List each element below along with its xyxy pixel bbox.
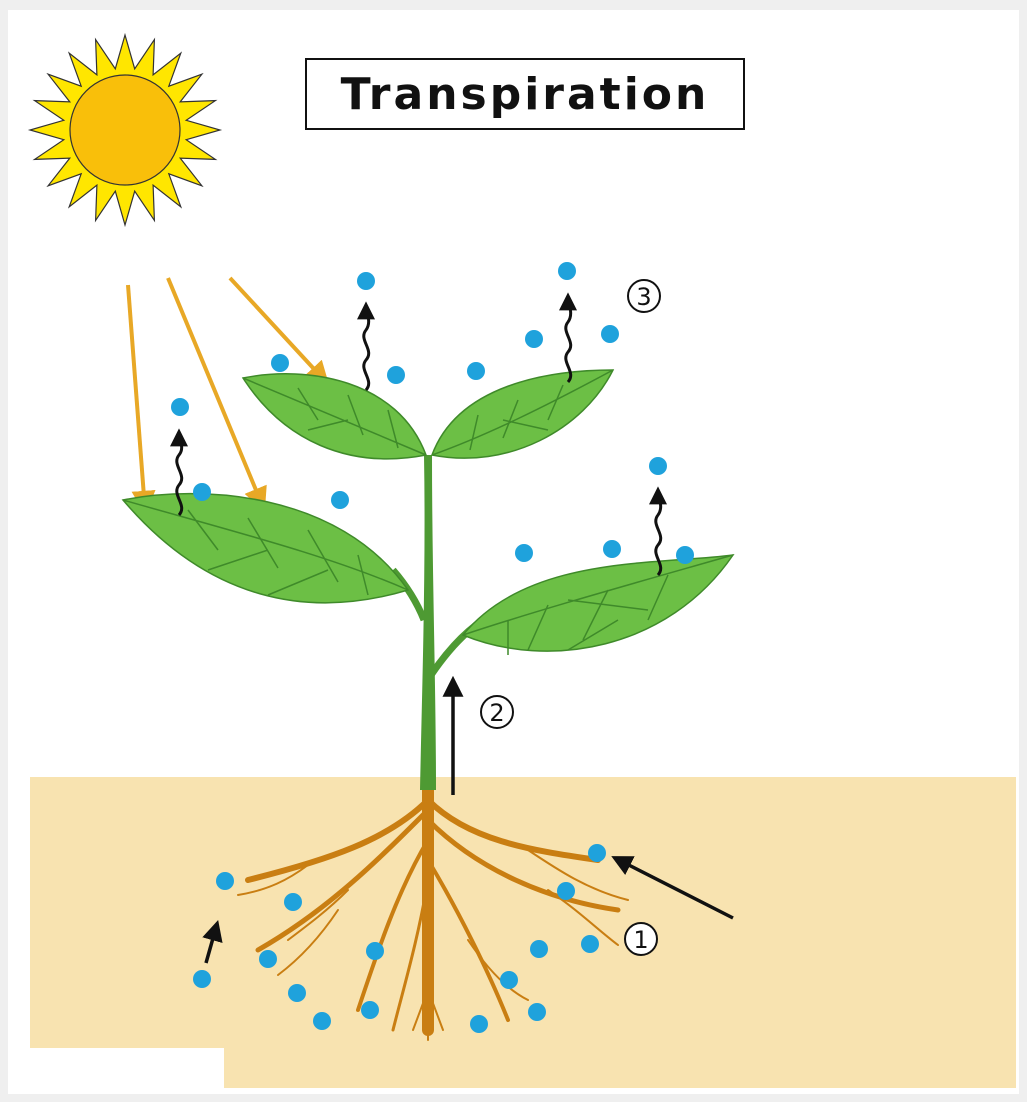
water-droplet-icon — [588, 844, 606, 862]
soil — [30, 777, 1016, 1088]
water-droplet-icon — [259, 950, 277, 968]
water-droplet-icon — [271, 354, 289, 372]
water-droplet-icon — [284, 893, 302, 911]
water-droplet-icon — [515, 544, 533, 562]
water-droplet-icon — [361, 1001, 379, 1019]
step-marker-2: 2 — [481, 696, 513, 728]
leaf — [243, 374, 426, 459]
water-droplet-icon — [467, 362, 485, 380]
water-droplet-icon — [357, 272, 375, 290]
water-droplet-icon — [366, 942, 384, 960]
step-label: 3 — [636, 283, 651, 311]
water-droplet-icon — [216, 872, 234, 890]
water-droplet-icon — [528, 1003, 546, 1021]
water-droplet-icon — [601, 325, 619, 343]
sunlight-arrow-icon — [128, 285, 145, 510]
leaf — [432, 370, 613, 458]
water-droplet-icon — [193, 970, 211, 988]
transpiration-diagram: 1 2 3 Transpiration — [8, 10, 1019, 1094]
water-droplet-icon — [581, 935, 599, 953]
water-droplet-icon — [288, 984, 306, 1002]
vapor-arrow-icon — [364, 305, 369, 390]
diagram-canvas: 1 2 3 — [8, 10, 1019, 1094]
sun-icon — [30, 35, 220, 225]
step-marker-1: 1 — [625, 923, 657, 955]
water-droplet-icon — [525, 330, 543, 348]
water-droplet-icon — [171, 398, 189, 416]
step-label: 1 — [633, 926, 648, 954]
diagram-title: Transpiration — [305, 58, 745, 130]
vapor-arrow-icon — [566, 296, 571, 382]
water-droplet-icon — [557, 882, 575, 900]
leaf — [123, 494, 408, 603]
water-droplet-icon — [649, 457, 667, 475]
water-droplet-icon — [603, 540, 621, 558]
step-marker-3: 3 — [628, 280, 660, 312]
water-droplet-icon — [193, 483, 211, 501]
water-droplet-icon — [313, 1012, 331, 1030]
water-droplet-icon — [530, 940, 548, 958]
water-droplet-icon — [500, 971, 518, 989]
water-droplet-icon — [558, 262, 576, 280]
step-label: 2 — [489, 699, 504, 727]
water-droplet-icon — [387, 366, 405, 384]
stem — [393, 455, 476, 790]
leaf — [463, 555, 733, 655]
water-droplet-icon — [331, 491, 349, 509]
sunlight-arrow-icon — [168, 278, 263, 507]
water-droplet-icon — [676, 546, 694, 564]
water-droplet-icon — [470, 1015, 488, 1033]
